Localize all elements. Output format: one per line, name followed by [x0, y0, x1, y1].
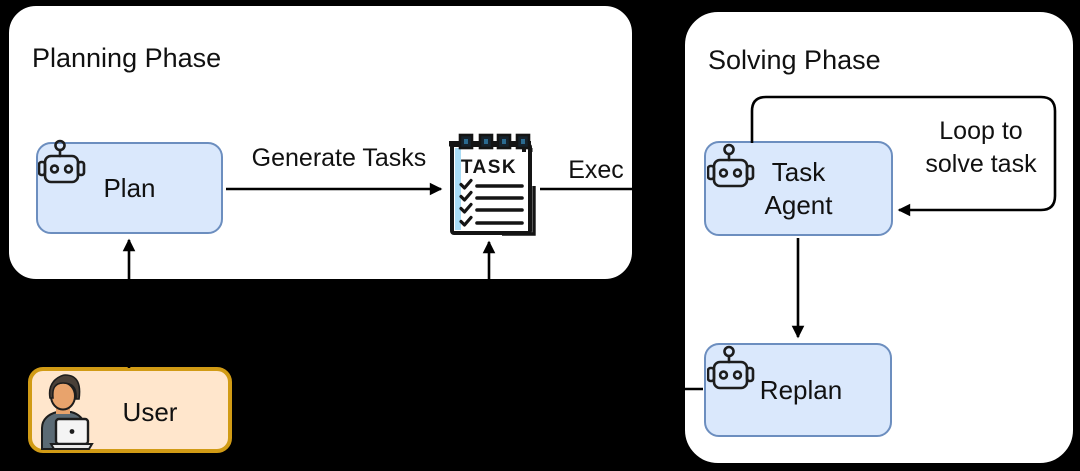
robot-icon: [707, 143, 755, 188]
task-list-title: TASK: [461, 157, 517, 178]
node-plan: Plan: [36, 142, 223, 234]
loop-label-line2: solve task: [925, 150, 1037, 178]
robot-icon: [38, 139, 86, 184]
robot-icon: [707, 345, 755, 390]
user-at-laptop-icon: [41, 374, 94, 450]
edge-label-generate-tasks: Generate Tasks: [251, 144, 427, 172]
edge-label-loop: Loop to solve task: [896, 115, 1066, 181]
task-agent-label-line1: Task: [771, 156, 826, 187]
solving-phase-title: Solving Phase: [708, 45, 881, 75]
edge-label-exec: Exec: [568, 156, 624, 184]
node-replan: Replan: [704, 343, 892, 437]
task-agent-label-line2: Agent: [764, 189, 833, 220]
task-list-icon: TASK: [449, 133, 536, 236]
loop-label-line1: Loop to: [939, 117, 1023, 145]
replan-label: Replan: [759, 374, 843, 405]
planning-phase-title: Planning Phase: [32, 43, 222, 73]
plan-label: Plan: [103, 172, 156, 203]
user-label: User: [122, 396, 178, 427]
